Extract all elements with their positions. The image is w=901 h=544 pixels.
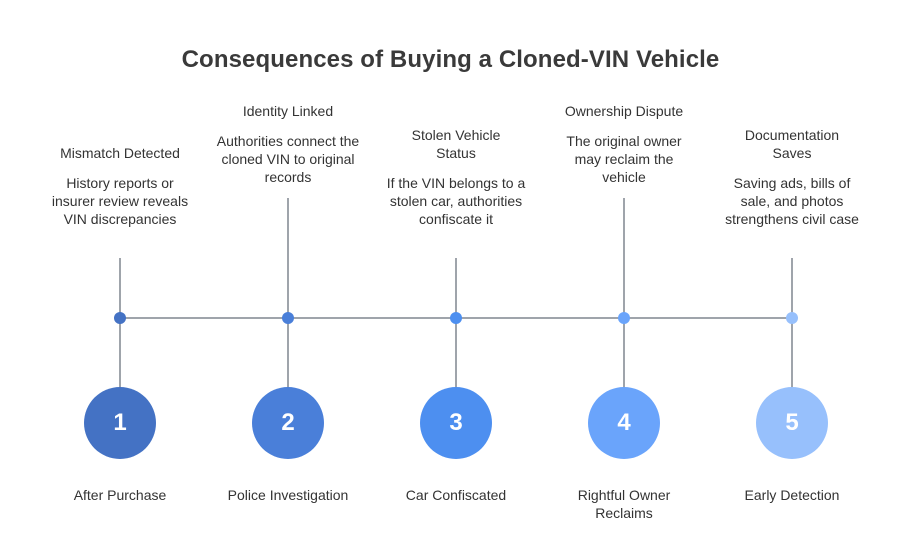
connector-bottom bbox=[455, 318, 457, 388]
event-title: Ownership Dispute bbox=[564, 103, 684, 119]
step-number-circle: 1 bbox=[84, 387, 156, 459]
event-description: The original owner may reclaim the vehic… bbox=[566, 133, 682, 185]
event-title: Stolen Vehicle Status bbox=[411, 127, 501, 161]
connector-bottom bbox=[119, 318, 121, 388]
event-block-3: Stolen Vehicle Status If the VIN belongs… bbox=[372, 126, 540, 228]
timeline-step-1: Mismatch Detected History reports or ins… bbox=[36, 0, 204, 544]
phase-label: Car Confiscated bbox=[405, 487, 507, 503]
timeline-dot bbox=[450, 312, 462, 324]
event-description: History reports or insurer review reveal… bbox=[51, 175, 189, 227]
phase-label: After Purchase bbox=[73, 487, 167, 503]
timeline-step-4: Ownership Dispute The original owner may… bbox=[540, 0, 708, 544]
connector-top bbox=[623, 198, 625, 318]
timeline-dot bbox=[114, 312, 126, 324]
connector-top bbox=[119, 258, 121, 318]
connector-top bbox=[287, 198, 289, 318]
step-number-circle: 2 bbox=[252, 387, 324, 459]
event-block-1: Mismatch Detected History reports or ins… bbox=[36, 144, 204, 228]
connector-bottom bbox=[287, 318, 289, 388]
event-description: Authorities connect the cloned VIN to or… bbox=[216, 133, 360, 185]
step-number-circle: 5 bbox=[756, 387, 828, 459]
event-title: Identity Linked bbox=[242, 103, 334, 119]
diagram-title: Consequences of Buying a Cloned-VIN Vehi… bbox=[181, 46, 720, 73]
phase-label: Police Investigation bbox=[227, 487, 349, 503]
timeline-step-3: Stolen Vehicle Status If the VIN belongs… bbox=[372, 0, 540, 544]
step-number-circle: 3 bbox=[420, 387, 492, 459]
timeline-step-2: Identity Linked Authorities connect the … bbox=[204, 0, 372, 544]
phase-label: Early Detection bbox=[744, 487, 840, 503]
timeline-dot bbox=[282, 312, 294, 324]
event-title: Documentation Saves bbox=[744, 127, 840, 161]
connector-bottom bbox=[791, 318, 793, 388]
timeline-dot bbox=[786, 312, 798, 324]
phase-label: Rightful Owner Reclaims bbox=[577, 487, 671, 521]
connector-top bbox=[455, 258, 457, 318]
event-description: If the VIN belongs to a stolen car, auth… bbox=[386, 175, 526, 227]
timeline-step-5: Documentation Saves Saving ads, bills of… bbox=[708, 0, 876, 544]
connector-bottom bbox=[623, 318, 625, 388]
event-title: Mismatch Detected bbox=[60, 145, 180, 161]
timeline-dot bbox=[618, 312, 630, 324]
event-description: Saving ads, bills of sale, and photos st… bbox=[725, 175, 859, 227]
event-block-5: Documentation Saves Saving ads, bills of… bbox=[708, 126, 876, 228]
connector-top bbox=[791, 258, 793, 318]
event-block-4: Ownership Dispute The original owner may… bbox=[540, 102, 708, 186]
step-number-circle: 4 bbox=[588, 387, 660, 459]
event-block-2: Identity Linked Authorities connect the … bbox=[204, 102, 372, 186]
